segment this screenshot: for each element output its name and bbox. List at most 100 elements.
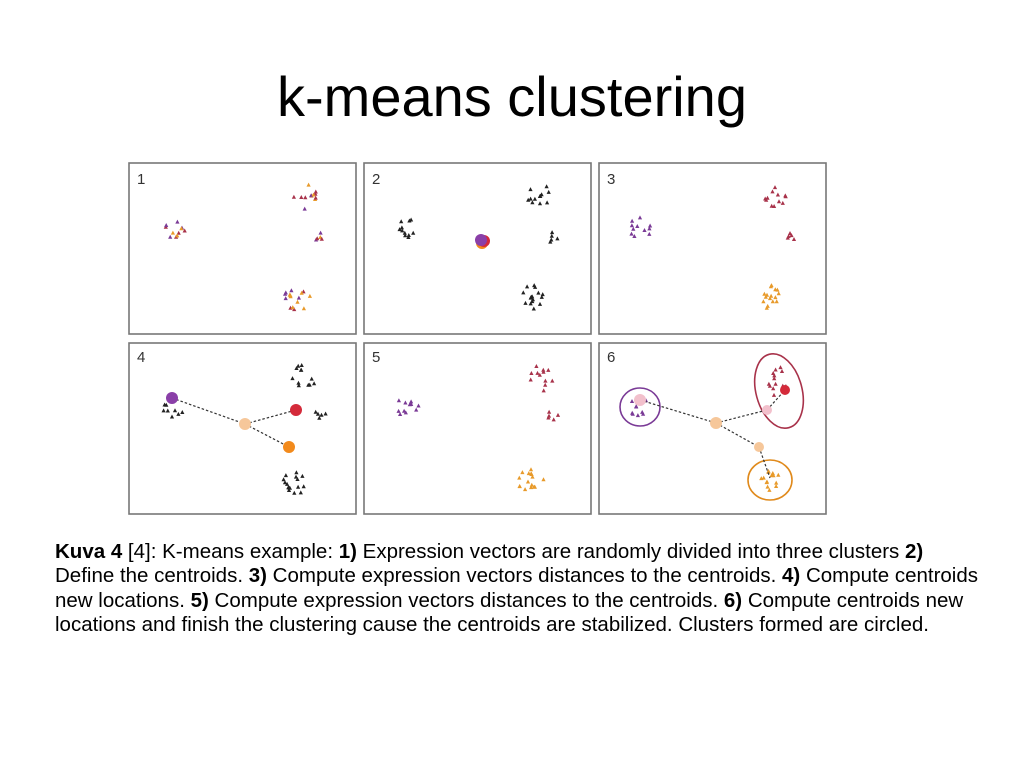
caption-step-number: 2) xyxy=(905,540,924,563)
data-point xyxy=(406,233,411,237)
data-point xyxy=(399,225,404,230)
data-point xyxy=(529,485,534,490)
data-point xyxy=(165,408,170,413)
data-point xyxy=(772,373,777,378)
panel-number: 2 xyxy=(372,171,380,188)
data-point xyxy=(301,306,306,311)
data-point xyxy=(315,236,320,241)
caption-step-number: 4) xyxy=(782,564,801,588)
data-point xyxy=(544,184,549,189)
caption-step-text: Compute expression vectors distances to … xyxy=(266,564,783,588)
data-point xyxy=(546,367,551,372)
data-point xyxy=(648,223,653,228)
data-point xyxy=(296,383,301,388)
data-point xyxy=(526,471,531,476)
data-point xyxy=(309,376,314,381)
panel-3: 3 xyxy=(598,162,827,335)
slide-title: k-means clustering xyxy=(277,65,747,128)
data-point xyxy=(318,230,323,235)
panel-points xyxy=(397,184,560,311)
data-point xyxy=(313,409,318,414)
data-point xyxy=(631,226,636,231)
data-point xyxy=(769,473,774,478)
data-point xyxy=(543,382,548,387)
panel-points xyxy=(396,364,561,492)
data-point xyxy=(528,187,533,192)
data-point xyxy=(299,290,304,295)
data-point xyxy=(530,297,535,302)
distance-line xyxy=(715,422,760,448)
data-point xyxy=(787,231,793,235)
data-point xyxy=(517,475,522,480)
panel-6: 6 xyxy=(598,342,827,515)
centroid-marker xyxy=(634,394,646,406)
data-point xyxy=(537,201,543,206)
panel-4: 4 xyxy=(128,342,357,515)
data-point xyxy=(769,203,774,208)
data-point xyxy=(532,283,537,288)
cluster-circle xyxy=(747,459,793,501)
panel-points xyxy=(619,353,805,501)
data-point xyxy=(403,400,408,405)
data-point xyxy=(764,197,769,202)
data-point xyxy=(555,412,561,417)
data-point xyxy=(534,364,539,368)
data-point xyxy=(313,189,318,194)
data-point xyxy=(291,194,296,199)
data-point xyxy=(764,305,769,310)
data-point xyxy=(532,484,537,489)
data-point xyxy=(630,218,635,223)
kmeans-figure: 1 2 3 4 5 6 xyxy=(128,162,827,515)
data-point xyxy=(774,484,779,488)
data-point xyxy=(773,381,778,386)
data-point xyxy=(175,233,180,238)
data-point xyxy=(529,482,534,487)
centroid-marker xyxy=(762,405,772,415)
data-point xyxy=(400,228,405,233)
caption-step-number: 6) xyxy=(723,588,743,612)
centroid-marker xyxy=(710,417,722,429)
data-point xyxy=(637,215,643,220)
data-point xyxy=(311,192,316,197)
data-point xyxy=(299,363,304,367)
data-point xyxy=(290,305,295,310)
data-point xyxy=(403,233,408,238)
data-point xyxy=(176,230,181,235)
data-point xyxy=(402,230,407,235)
data-point xyxy=(313,195,318,200)
data-point xyxy=(283,290,288,295)
data-point xyxy=(525,284,530,289)
caption-figure-ref: Kuva 4 xyxy=(55,540,123,563)
data-point xyxy=(179,226,184,231)
distance-line xyxy=(758,446,771,479)
data-point xyxy=(642,228,647,232)
data-point xyxy=(635,413,640,418)
panel-points xyxy=(163,182,324,312)
panel-points xyxy=(161,363,328,495)
panel-frame xyxy=(598,342,827,515)
data-point xyxy=(779,369,785,373)
data-point xyxy=(647,226,652,231)
data-point xyxy=(543,378,548,383)
data-point xyxy=(319,236,324,241)
data-point xyxy=(293,474,299,479)
data-point xyxy=(520,470,525,475)
panel-frame xyxy=(363,162,592,335)
data-point xyxy=(416,403,421,408)
data-point xyxy=(537,301,543,306)
data-point xyxy=(771,386,776,391)
data-point xyxy=(298,490,303,495)
distance-line xyxy=(244,423,290,448)
panel-2: 2 xyxy=(363,162,592,335)
data-point xyxy=(399,219,404,224)
data-point xyxy=(409,399,414,404)
data-point xyxy=(785,235,790,240)
distance-line xyxy=(171,397,246,425)
data-point xyxy=(767,383,772,388)
data-point xyxy=(288,293,293,298)
figure-caption: Kuva 4 [4]: K-means example: 1) Expressi… xyxy=(55,540,985,638)
data-point xyxy=(414,407,419,412)
data-point xyxy=(773,295,778,300)
data-point xyxy=(791,237,797,241)
data-point xyxy=(306,182,311,187)
